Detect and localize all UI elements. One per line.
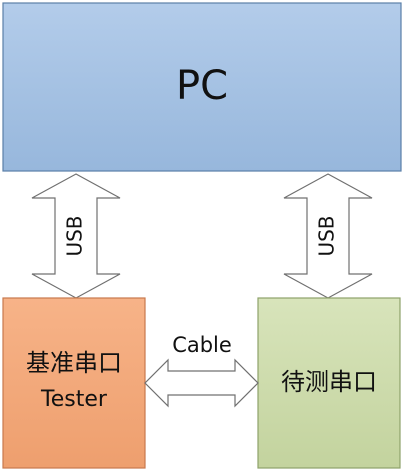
- pc-box: [2, 2, 402, 172]
- usb-left-label: USB: [63, 215, 87, 256]
- pc-label: PC: [176, 63, 228, 109]
- tester-box-title: 基准串口: [26, 349, 122, 377]
- tester-box: [2, 297, 146, 469]
- cable-label: Cable: [172, 333, 232, 357]
- tester-box-subtitle: Tester: [40, 387, 108, 412]
- usb-right-label: USB: [315, 215, 339, 256]
- cable-arrow: [144, 358, 259, 408]
- dut-box-title: 待测串口: [281, 368, 377, 396]
